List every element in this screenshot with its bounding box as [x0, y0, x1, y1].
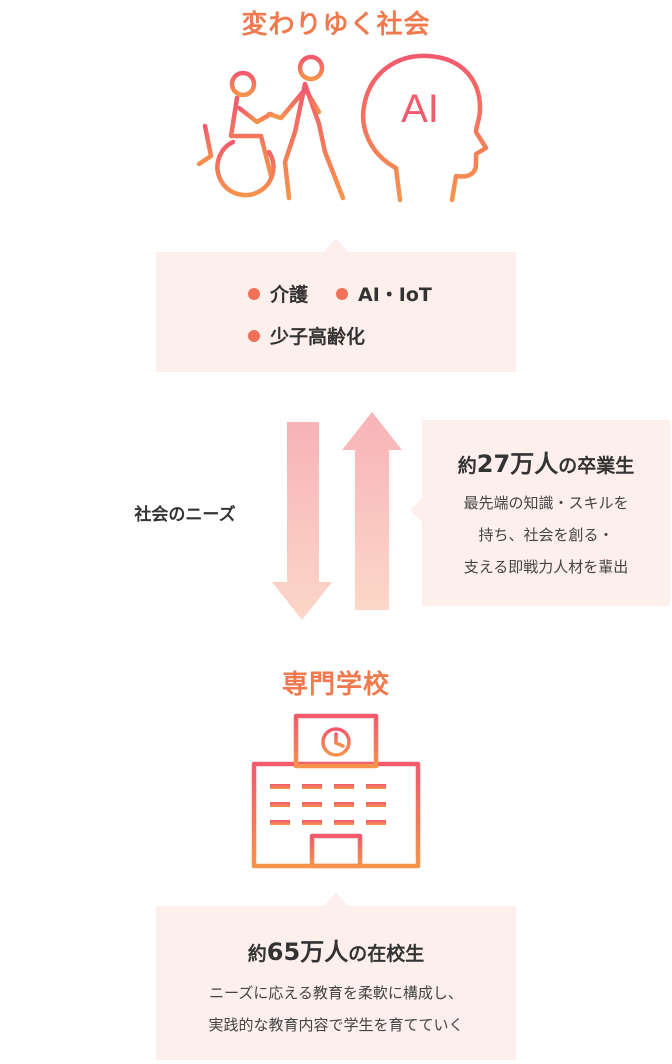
down-arrow-icon [272, 422, 332, 620]
graduates-title: 約27万人の卒業生 [422, 444, 670, 479]
ai-label: AI [401, 87, 439, 131]
graduates-line-1: 最先端の知識・スキルを [463, 494, 629, 512]
tag-label: 介護 [270, 284, 309, 306]
tag-care: 介護 [248, 280, 308, 307]
title-suffix: の在校生 [348, 943, 425, 965]
ai-head-icon: AI [360, 53, 489, 203]
panel-pointer [410, 498, 422, 522]
students-panel: 約65万人の在校生 ニーズに応える教育を柔軟に構成し、 実践的な教育内容で学生を… [156, 892, 516, 1060]
society-tags-panel: 介護 AI・IoT 少子高齢化 [156, 238, 516, 372]
students-line-2: 実践的な教育内容で学生を育てていく [208, 1016, 464, 1034]
bullet-dot [248, 329, 260, 342]
tag-label: AI・IoT [358, 284, 432, 306]
bullet-dot [248, 287, 260, 300]
graduates-panel: 約27万人の卒業生 最先端の知識・スキルを 持ち、社会を創る・ 支える即戦力人材… [410, 420, 670, 606]
school-building-icon [251, 713, 421, 869]
students-count: 65万人 [266, 938, 349, 966]
bullet-dot [336, 287, 348, 300]
panel-pointer [324, 892, 348, 906]
school-title: 専門学校 [281, 670, 390, 700]
students-line-1: ニーズに応える教育を柔軟に構成し、 [209, 984, 463, 1002]
wheelchair-caregiver-icon [196, 54, 346, 201]
graduates-line-2: 持ち、社会を創る・ [478, 526, 614, 544]
students-title: 約65万人の在校生 [156, 932, 516, 967]
society-needs-label: 社会のニーズ [134, 505, 236, 525]
society-title: 変わりゆく社会 [241, 10, 431, 40]
up-arrow-icon [342, 412, 402, 610]
graduates-line-3: 支える即戦力人材を輩出 [463, 558, 629, 576]
graduates-count: 27万人 [476, 450, 559, 478]
title-prefix: 約 [457, 455, 477, 477]
tag-aging-society: 少子高齢化 [248, 322, 365, 349]
tag-ai-iot: AI・IoT [336, 280, 432, 307]
panel-pointer [324, 238, 348, 252]
title-prefix: 約 [247, 943, 267, 965]
title-suffix: の卒業生 [558, 455, 635, 477]
tag-label: 少子高齢化 [270, 326, 366, 348]
